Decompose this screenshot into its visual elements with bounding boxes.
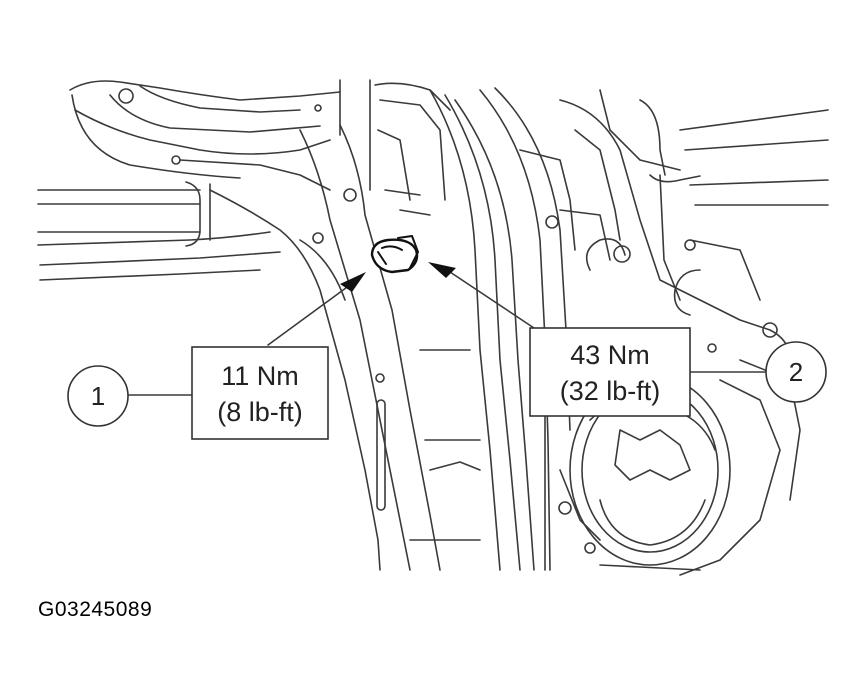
callout-circle-1: 1	[67, 365, 129, 427]
right-case	[519, 89, 829, 381]
torque-lbft-1: (8 lb-ft)	[217, 397, 303, 427]
torque-callout-1: 11 Nm (8 lb-ft)	[191, 346, 329, 440]
arrow-to-bolt-right	[428, 262, 456, 278]
upper-channel	[339, 79, 451, 216]
center-bracket	[209, 124, 441, 571]
callout-number-1: 1	[91, 381, 105, 411]
arrow-to-bolt-left	[340, 272, 366, 292]
torque-lbft-2: (32 lb-ft)	[560, 376, 661, 406]
figure-id: G03245089	[38, 598, 153, 621]
torque-box-2	[529, 327, 691, 417]
torque-nm-2: 43 Nm	[570, 340, 650, 370]
torque-nm-1: 11 Nm	[221, 361, 299, 391]
lower-bore	[544, 343, 801, 576]
upper-left-housing	[69, 80, 341, 191]
callout-circle-2: 2	[765, 341, 827, 403]
torque-callout-2: 43 Nm (32 lb-ft)	[529, 327, 691, 417]
vertical-ribs	[409, 87, 571, 571]
callout-number-2: 2	[789, 357, 803, 387]
leader-lines	[127, 271, 767, 396]
torque-box-1	[191, 346, 329, 440]
bolt	[370, 235, 419, 274]
left-shaft	[37, 181, 281, 281]
